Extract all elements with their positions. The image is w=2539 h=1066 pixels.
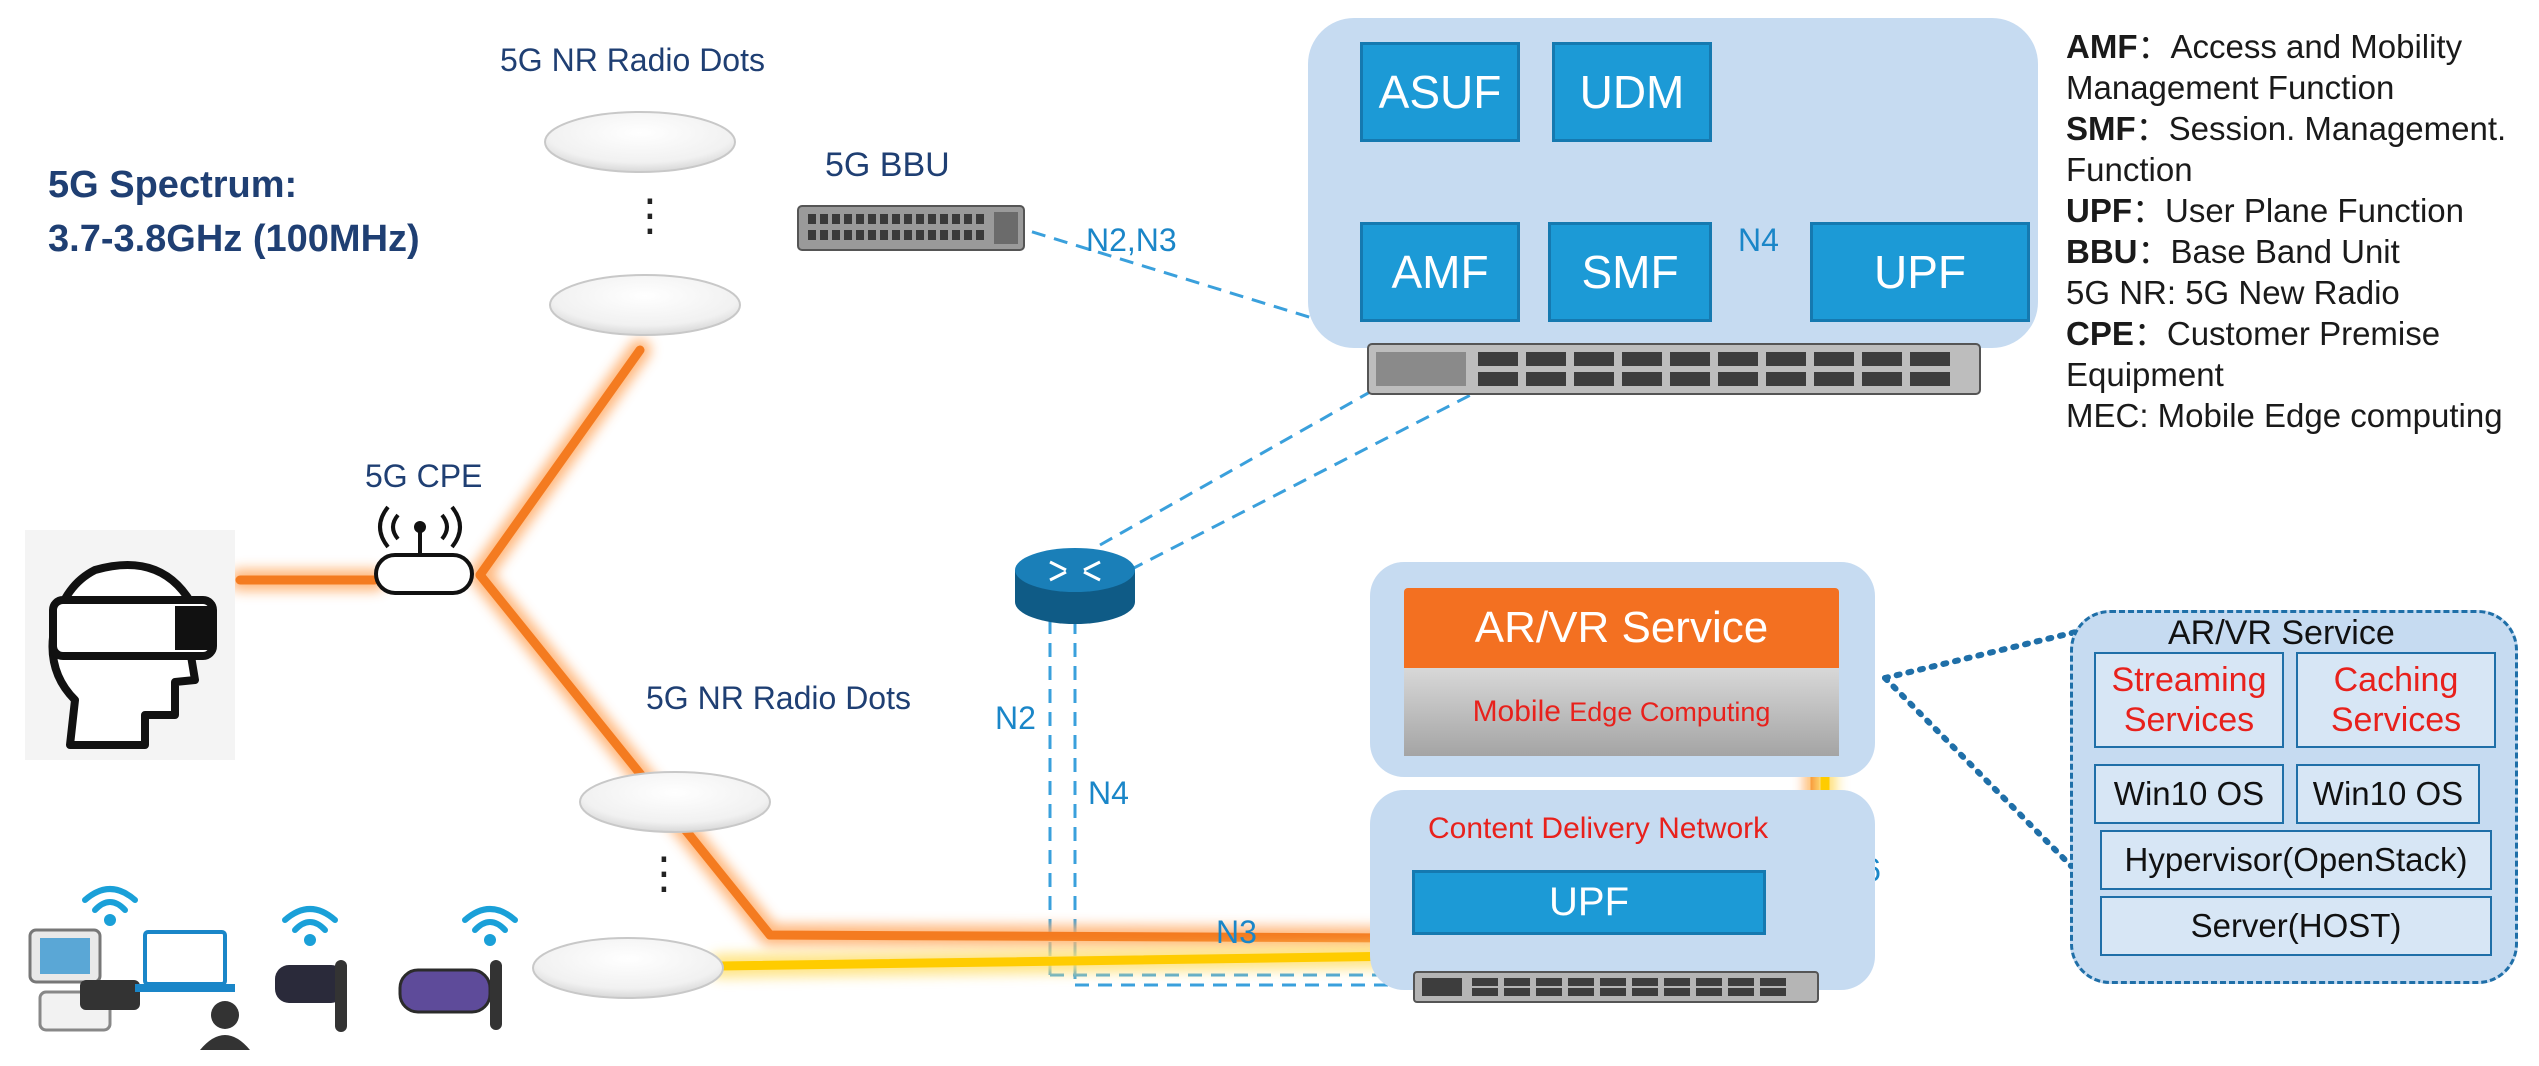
legend-line: AMF：Access and Mobility [2066,26,2536,67]
mec-body: Mobile Edge Computing [1404,668,1839,756]
win10-os-box-a: Win10 OS [2094,764,2284,824]
legend-text: MEC: Mobile Edge computing [2066,397,2503,434]
legend-line: MEC: Mobile Edge computing [2066,395,2536,436]
stack-title: AR/VR Service [2168,614,2395,652]
asuf-box: ASUF [1360,42,1520,142]
spectrum-line-1: 5G Spectrum: [48,164,298,206]
legend-line: SMF：Session. Management. [2066,108,2536,149]
legend-text: ：Access and Mobility [2137,28,2463,65]
udm-box: UDM [1552,42,1712,142]
bbu-device-icon [797,205,1025,251]
caching-services-box: Caching Services [2296,652,2496,748]
legend-abbr: CPE [2066,315,2134,352]
upf-cdn-box: UPF [1412,870,1766,935]
win10-os-box-b: Win10 OS [2296,764,2480,824]
legend-text: ：Session. Management. [2135,110,2507,147]
streaming-services-box: Streaming Services [2094,652,2284,748]
n2-label: N2 [995,700,1036,736]
cpe-label: 5G CPE [365,458,483,494]
router-icon [1015,548,1135,624]
hypervisor-box: Hypervisor(OpenStack) [2100,830,2492,890]
cdn-label: Content Delivery Network [1428,812,1769,845]
cpe-router-icon [374,505,474,595]
spectrum-line-2: 3.7-3.8GHz (100MHz) [48,218,420,260]
user-devices-icon [28,886,518,1050]
server-host-box: Server(HOST) [2100,896,2492,956]
vr-user-icon [25,530,235,760]
bbu-label: 5G BBU [825,146,950,184]
dotted-connector [1882,622,2108,888]
legend-line: Function [2066,149,2536,190]
n4-label: N4 [1088,775,1129,811]
n4-core-label: N4 [1738,222,1779,258]
n2n3-label: N2,N3 [1086,222,1177,258]
upf-core-box: UPF [1810,222,2030,322]
legend-abbr: UPF [2066,192,2132,229]
ar-vr-service-header: AR/VR Service [1404,588,1839,668]
legend-line: BBU：Base Band Unit [2066,231,2536,272]
legend-line: CPE：Customer Premise [2066,313,2536,354]
radio-dot-top-1-icon [544,111,736,173]
smf-box: SMF [1548,222,1712,322]
radio-dots-top-label: 5G NR Radio Dots [500,42,765,78]
legend-text: Function [2066,151,2193,188]
core-switch-icon [1367,343,1981,395]
legend-text: ：User Plane Function [2132,192,2464,229]
radio-dot-bottom-2-icon [532,937,724,999]
legend-text: Management Function [2066,69,2395,106]
legend-line: 5G NR: 5G New Radio [2066,272,2536,313]
legend-line: Equipment [2066,354,2536,395]
mec-label-a: Mobile [1472,695,1570,728]
legend-text: ：Base Band Unit [2137,233,2400,270]
legend-line: UPF：User Plane Function [2066,190,2536,231]
legend-text: ：Customer Premise [2133,315,2441,352]
dots-top: ⋮ [628,191,672,240]
radio-dot-bottom-1-icon [579,771,771,833]
radio-dot-top-2-icon [549,274,741,336]
mec-label-b: Edge Computing [1569,696,1771,727]
legend-line: Management Function [2066,67,2536,108]
radio-dots-bottom-label: 5G NR Radio Dots [646,680,911,716]
legend-abbr: SMF [2066,110,2136,147]
legend: AMF：Access and Mobility Management Funct… [2066,26,2536,436]
legend-text: Equipment [2066,356,2224,393]
amf-box: AMF [1360,222,1520,322]
n3-label: N3 [1216,914,1257,950]
legend-abbr: BBU [2066,233,2138,270]
legend-abbr: AMF [2066,28,2138,65]
dots-bottom: ⋮ [642,849,686,898]
spectrum-label: 5G Spectrum: 3.7-3.8GHz (100MHz) [48,158,420,266]
legend-text: 5G NR: 5G New Radio [2066,274,2400,311]
cdn-switch-icon [1413,971,1819,1003]
